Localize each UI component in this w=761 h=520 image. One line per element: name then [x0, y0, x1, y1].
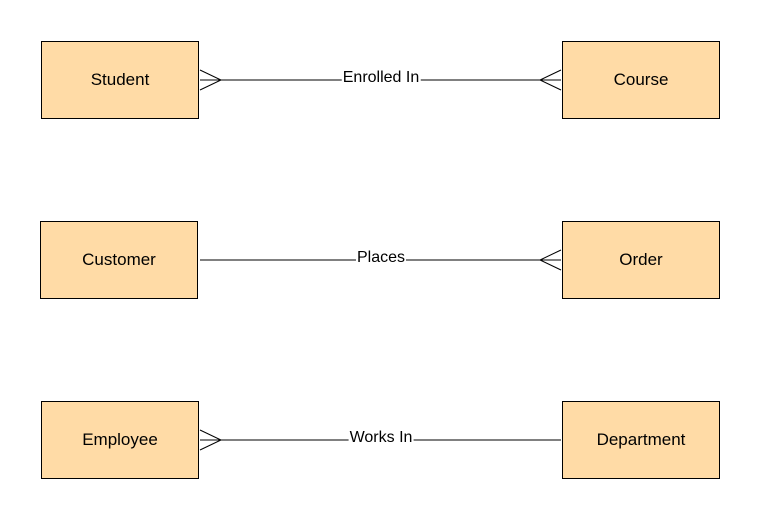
entity-label-course: Course — [613, 70, 669, 89]
relationship-label-works-in[interactable]: Works In — [348, 429, 414, 447]
relationship-label-enrolled-in[interactable]: Enrolled In — [341, 69, 421, 87]
entity-label-customer: Customer — [82, 250, 156, 269]
entity-student[interactable]: Student — [41, 41, 199, 119]
relationship-label-places[interactable]: Places — [355, 249, 407, 267]
entity-employee[interactable]: Employee — [41, 401, 199, 479]
entity-label-employee: Employee — [82, 430, 158, 449]
crows-foot-employee-end — [199, 429, 223, 451]
crows-foot-student-end — [199, 69, 223, 91]
entity-label-order: Order — [619, 250, 663, 269]
crows-foot-course-end — [538, 69, 562, 91]
entity-customer[interactable]: Customer — [40, 221, 198, 299]
entity-order[interactable]: Order — [562, 221, 720, 299]
entity-label-department: Department — [596, 430, 686, 449]
entity-course[interactable]: Course — [562, 41, 720, 119]
entity-department[interactable]: Department — [562, 401, 720, 479]
entity-label-student: Student — [90, 70, 150, 89]
crows-foot-order-end — [538, 249, 562, 271]
